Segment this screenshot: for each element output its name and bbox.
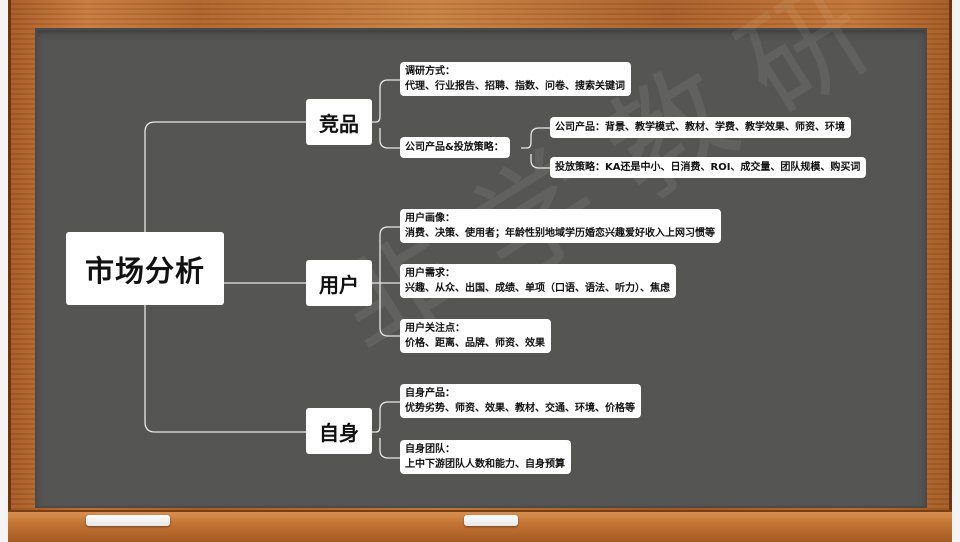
leaf-text: 投放策略：KA还是中小、日消费、ROI、成交量、团队规模、购买词 [555, 162, 861, 173]
leaf-title: 自身团队： [405, 444, 455, 455]
chalk-piece-right [464, 515, 518, 526]
leaf-text: 价格、距离、品牌、师资、效果 [405, 338, 545, 349]
leaf-title: 用户需求： [405, 268, 455, 279]
leaf-user-needs: 用户需求： 兴趣、从众、出国、成绩、单项（口语、语法、听力）、焦虑 [400, 264, 676, 298]
leaf-text: 优势劣势、师资、效果、教材、交通、环境、价格等 [405, 403, 635, 414]
leaf-text: 上中下游团队人数和能力、自身预算 [405, 459, 565, 470]
branch-users: 用户 [306, 260, 372, 306]
branch-competitors: 竞品 [306, 99, 372, 145]
leaf-user-profile: 用户画像： 消费、决策、使用者；年龄性别地域学历婚恋兴趣爱好收入上网习惯等 [400, 209, 721, 243]
leaf-title: 自身产品： [405, 388, 455, 399]
leaf-company-product: 公司产品：背景、教学模式、教材、学费、教学效果、师资、环境 [550, 117, 851, 138]
leaf-title: 用户关注点： [405, 323, 465, 334]
leaf-text: 公司产品：背景、教学模式、教材、学费、教学效果、师资、环境 [555, 122, 845, 133]
chalk-piece-left [86, 515, 170, 526]
leaf-user-concerns: 用户关注点： 价格、距离、品牌、师资、效果 [400, 319, 551, 353]
leaf-title: 公司产品&投放策略： [405, 142, 504, 153]
leaf-company-strategy: 公司产品&投放策略： [400, 137, 510, 158]
leaf-title: 调研方式： [405, 66, 455, 77]
leaf-text: 消费、决策、使用者；年龄性别地域学历婚恋兴趣爱好收入上网习惯等 [405, 228, 715, 239]
branch-self: 自身 [306, 408, 372, 454]
leaf-text: 兴趣、从众、出国、成绩、单项（口语、语法、听力）、焦虑 [405, 283, 670, 294]
leaf-title: 用户画像： [405, 213, 455, 224]
leaf-text: 代理、行业报告、招聘、指数、问卷、搜索关键词 [405, 81, 625, 92]
leaf-own-product: 自身产品： 优势劣势、师资、效果、教材、交通、环境、价格等 [400, 384, 641, 418]
leaf-own-team: 自身团队： 上中下游团队人数和能力、自身预算 [400, 440, 571, 474]
leaf-ad-strategy: 投放策略：KA还是中小、日消费、ROI、成交量、团队规模、购买词 [550, 157, 867, 178]
root-node-market-analysis: 市场分析 [66, 232, 224, 305]
leaf-research-methods: 调研方式： 代理、行业报告、招聘、指数、问卷、搜索关键词 [400, 62, 631, 96]
